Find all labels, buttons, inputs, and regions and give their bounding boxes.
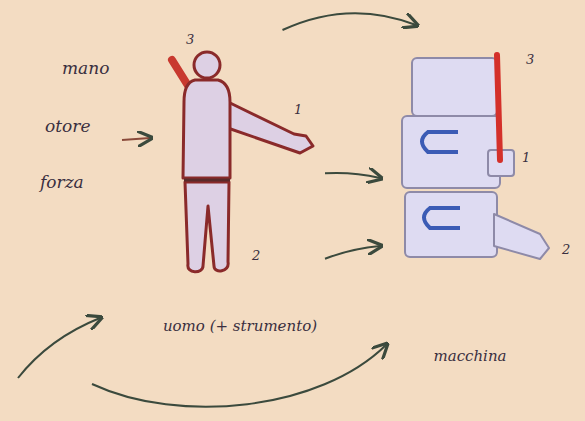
figure-caption: uomo (+ strumento) — [163, 317, 317, 335]
flow-arrow — [325, 173, 380, 178]
pointer-arrow — [18, 318, 100, 378]
pointer-arrow — [92, 345, 386, 407]
flow-arrow — [325, 246, 380, 259]
side-note: otore — [45, 116, 91, 136]
callout-number: 2 — [562, 242, 570, 257]
human-figure — [172, 52, 313, 272]
callout-number: 1 — [522, 150, 530, 165]
callout-number: 3 — [186, 32, 194, 47]
flow-arrow — [283, 13, 417, 30]
figure-caption: macchina — [433, 347, 506, 365]
figure-node: uomo (+ strumento) — [155, 30, 325, 335]
side-note: forza — [40, 172, 84, 192]
callout-number: 3 — [526, 52, 534, 67]
pointer-arrow — [122, 138, 150, 140]
figure-node: macchina — [380, 25, 560, 365]
side-note: mano — [62, 58, 109, 78]
callout-number: 1 — [294, 102, 302, 117]
callout-number: 2 — [252, 248, 260, 263]
machine-figure — [402, 55, 549, 259]
